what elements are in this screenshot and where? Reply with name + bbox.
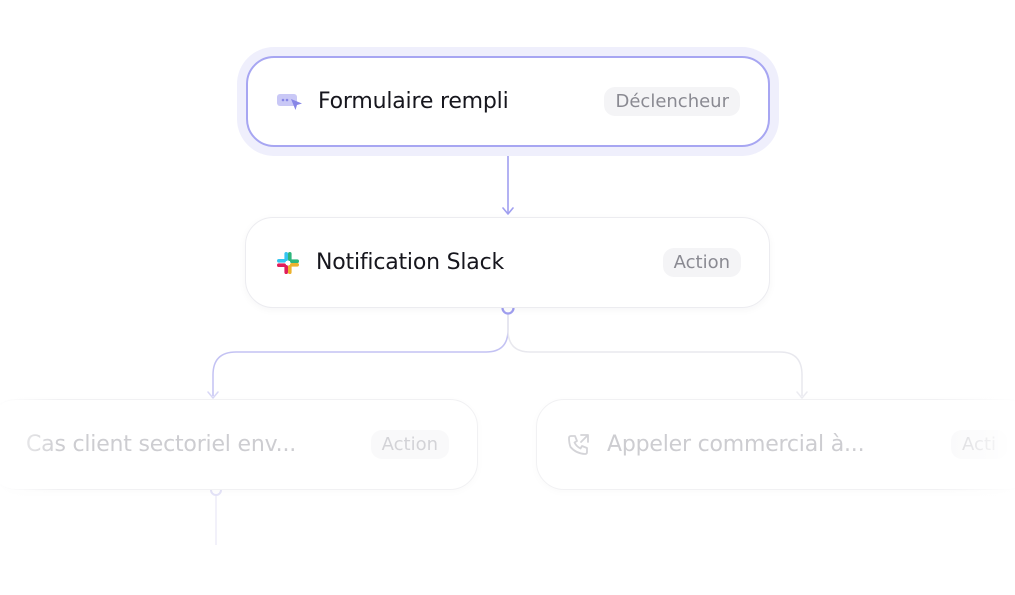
form-cursor-icon — [276, 88, 304, 116]
phone-call-icon — [565, 431, 593, 459]
slack-notification-node[interactable]: Notification Slack Action — [245, 217, 770, 308]
connector-arrow-call — [796, 391, 808, 399]
connector-slack-to-case — [212, 314, 509, 396]
call-sales-node[interactable]: Appeler commercial à... Acti — [536, 399, 1015, 490]
trigger-node[interactable]: Formulaire rempli Déclencheur — [246, 56, 770, 147]
case-study-node[interactable]: Cas client sectoriel env... Action — [0, 399, 478, 490]
trigger-title: Formulaire rempli — [318, 89, 509, 114]
case-study-type-badge: Action — [370, 430, 449, 459]
case-study-title: Cas client sectoriel env... — [26, 432, 297, 457]
connector-arrow-slack — [502, 207, 514, 215]
connector-arrow-case — [207, 391, 219, 399]
connector-slack-to-call — [507, 314, 803, 396]
call-sales-type-badge: Acti — [951, 430, 1007, 459]
slack-type-badge: Action — [662, 248, 741, 277]
slack-icon — [274, 249, 302, 277]
call-sales-title: Appeler commercial à... — [607, 432, 865, 457]
trigger-type-badge: Déclencheur — [604, 87, 740, 116]
slack-title: Notification Slack — [316, 250, 505, 275]
